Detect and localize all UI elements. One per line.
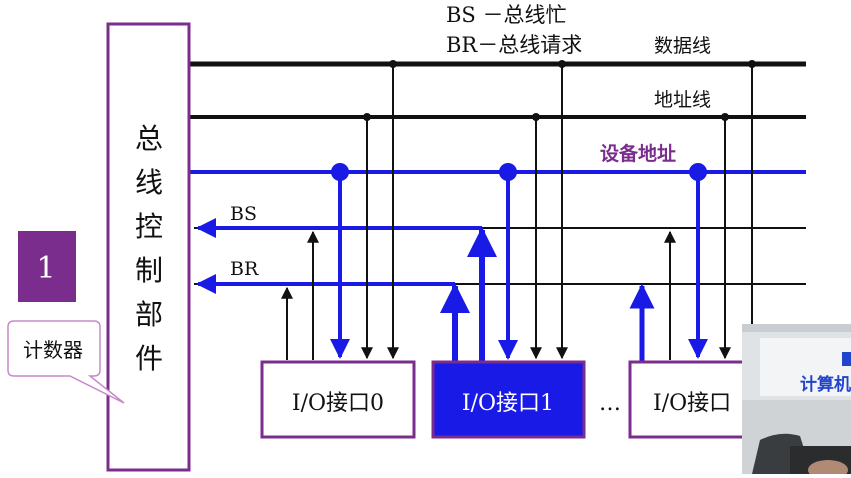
if2-address-dot: [721, 113, 729, 121]
bs-line-label: BS: [230, 203, 257, 225]
video-caption: 计算机: [800, 374, 851, 395]
counter-callout-bubble: [7, 320, 125, 404]
br-line-label: BR: [230, 258, 259, 280]
if1-junction-dot: [499, 163, 517, 181]
if0-data-dot: [389, 60, 397, 68]
interfaces-ellipsis: …: [599, 391, 621, 416]
controller-char-3: 控: [135, 210, 163, 243]
video-overlay: 计算机: [742, 324, 851, 478]
controller-char-2: 线: [135, 166, 163, 199]
counter-callout-text: 计数器: [23, 338, 83, 362]
if0-address-dot: [363, 113, 371, 121]
controller-char-6: 件: [135, 342, 163, 375]
step-number: 1: [36, 251, 55, 286]
io-interface-1-box: [431, 360, 586, 439]
bus-controller-box: [106, 22, 191, 472]
io-interface-2-label: I/O接口: [653, 391, 731, 416]
io-interface-0-label: I/O接口0: [292, 391, 384, 416]
if0-junction-dot: [331, 163, 349, 181]
if2-junction-dot: [689, 163, 707, 181]
controller-char-5: 部: [135, 298, 163, 331]
io-interface-0-box: [260, 360, 416, 439]
address-bus-label: 地址线: [654, 89, 711, 111]
legend-br: BR－总线请求: [446, 33, 582, 57]
controller-char-4: 制: [135, 254, 163, 287]
device-address-label: 设备地址: [600, 142, 676, 165]
controller-char-1: 总: [135, 122, 163, 155]
if2-data-dot: [748, 60, 756, 68]
legend-bs: BS －总线忙: [446, 3, 567, 27]
if1-address-dot: [532, 113, 540, 121]
if1-data-dot: [558, 60, 566, 68]
io-interface-1-label: I/O接口1: [462, 391, 554, 416]
data-bus-label: 数据线: [654, 35, 711, 57]
step-number-tile: [18, 231, 76, 302]
